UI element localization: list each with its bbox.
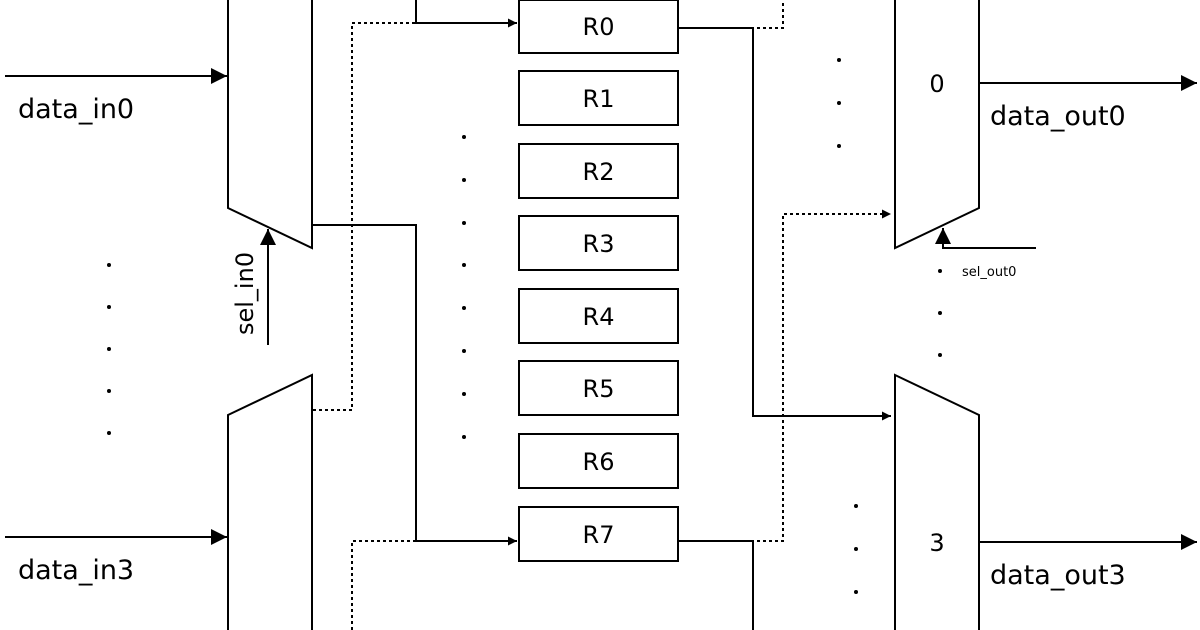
input-demux-0 (227, 0, 313, 250)
register-r1-label: R1 (583, 85, 615, 113)
register-r6: R6 (518, 433, 679, 489)
register-r3-label: R3 (583, 230, 615, 258)
register-r3: R3 (518, 215, 679, 271)
r0-to-mux3-wire (679, 27, 891, 421)
data-in0-label: data_in0 (18, 94, 134, 125)
output-mux-3-label: 3 (929, 529, 944, 557)
data-in3-label: data_in3 (18, 555, 134, 586)
register-r2: R2 (518, 143, 679, 199)
register-r5-label: R5 (583, 375, 615, 403)
sel-out0-arrow (935, 228, 1036, 249)
data-out0-label: data_out0 (990, 101, 1126, 132)
register-r4: R4 (518, 288, 679, 344)
r7-to-mux3-wire (679, 540, 754, 630)
register-r2-label: R2 (583, 158, 615, 186)
register-r7-label: R7 (583, 521, 615, 549)
mux0-input-ellipsis (837, 58, 841, 148)
input-demux-3 (227, 373, 313, 630)
register-r5: R5 (518, 360, 679, 416)
output-mux-0: 0 (894, 0, 980, 250)
register-ellipsis (462, 135, 466, 439)
demux0-to-r0-wire (415, 0, 517, 28)
register-r6-label: R6 (583, 448, 615, 476)
input-ellipsis (107, 263, 111, 435)
register-r7: R7 (518, 506, 679, 562)
output-mux-0-label: 0 (929, 70, 944, 98)
demux3-to-r0-wire (313, 22, 415, 411)
sel-out0-label: sel_out0 (962, 265, 1016, 280)
output-ellipsis (938, 269, 942, 357)
output-mux-3: 3 (894, 373, 980, 630)
demux3-to-r7-wire (351, 540, 415, 630)
r7-to-mux0-dashed-wire (679, 209, 891, 542)
sel-in0-label: sel_in0 (231, 252, 259, 335)
r0-to-mux0-dashed-wire (679, 0, 784, 29)
register-r4-label: R4 (583, 303, 615, 331)
register-r1: R1 (518, 70, 679, 126)
register-r0-label: R0 (583, 13, 615, 41)
mux3-input-ellipsis (854, 504, 858, 594)
data-out3-label: data_out3 (990, 560, 1126, 591)
register-r0: R0 (518, 0, 679, 54)
demux0-to-r7-wire (313, 224, 517, 546)
